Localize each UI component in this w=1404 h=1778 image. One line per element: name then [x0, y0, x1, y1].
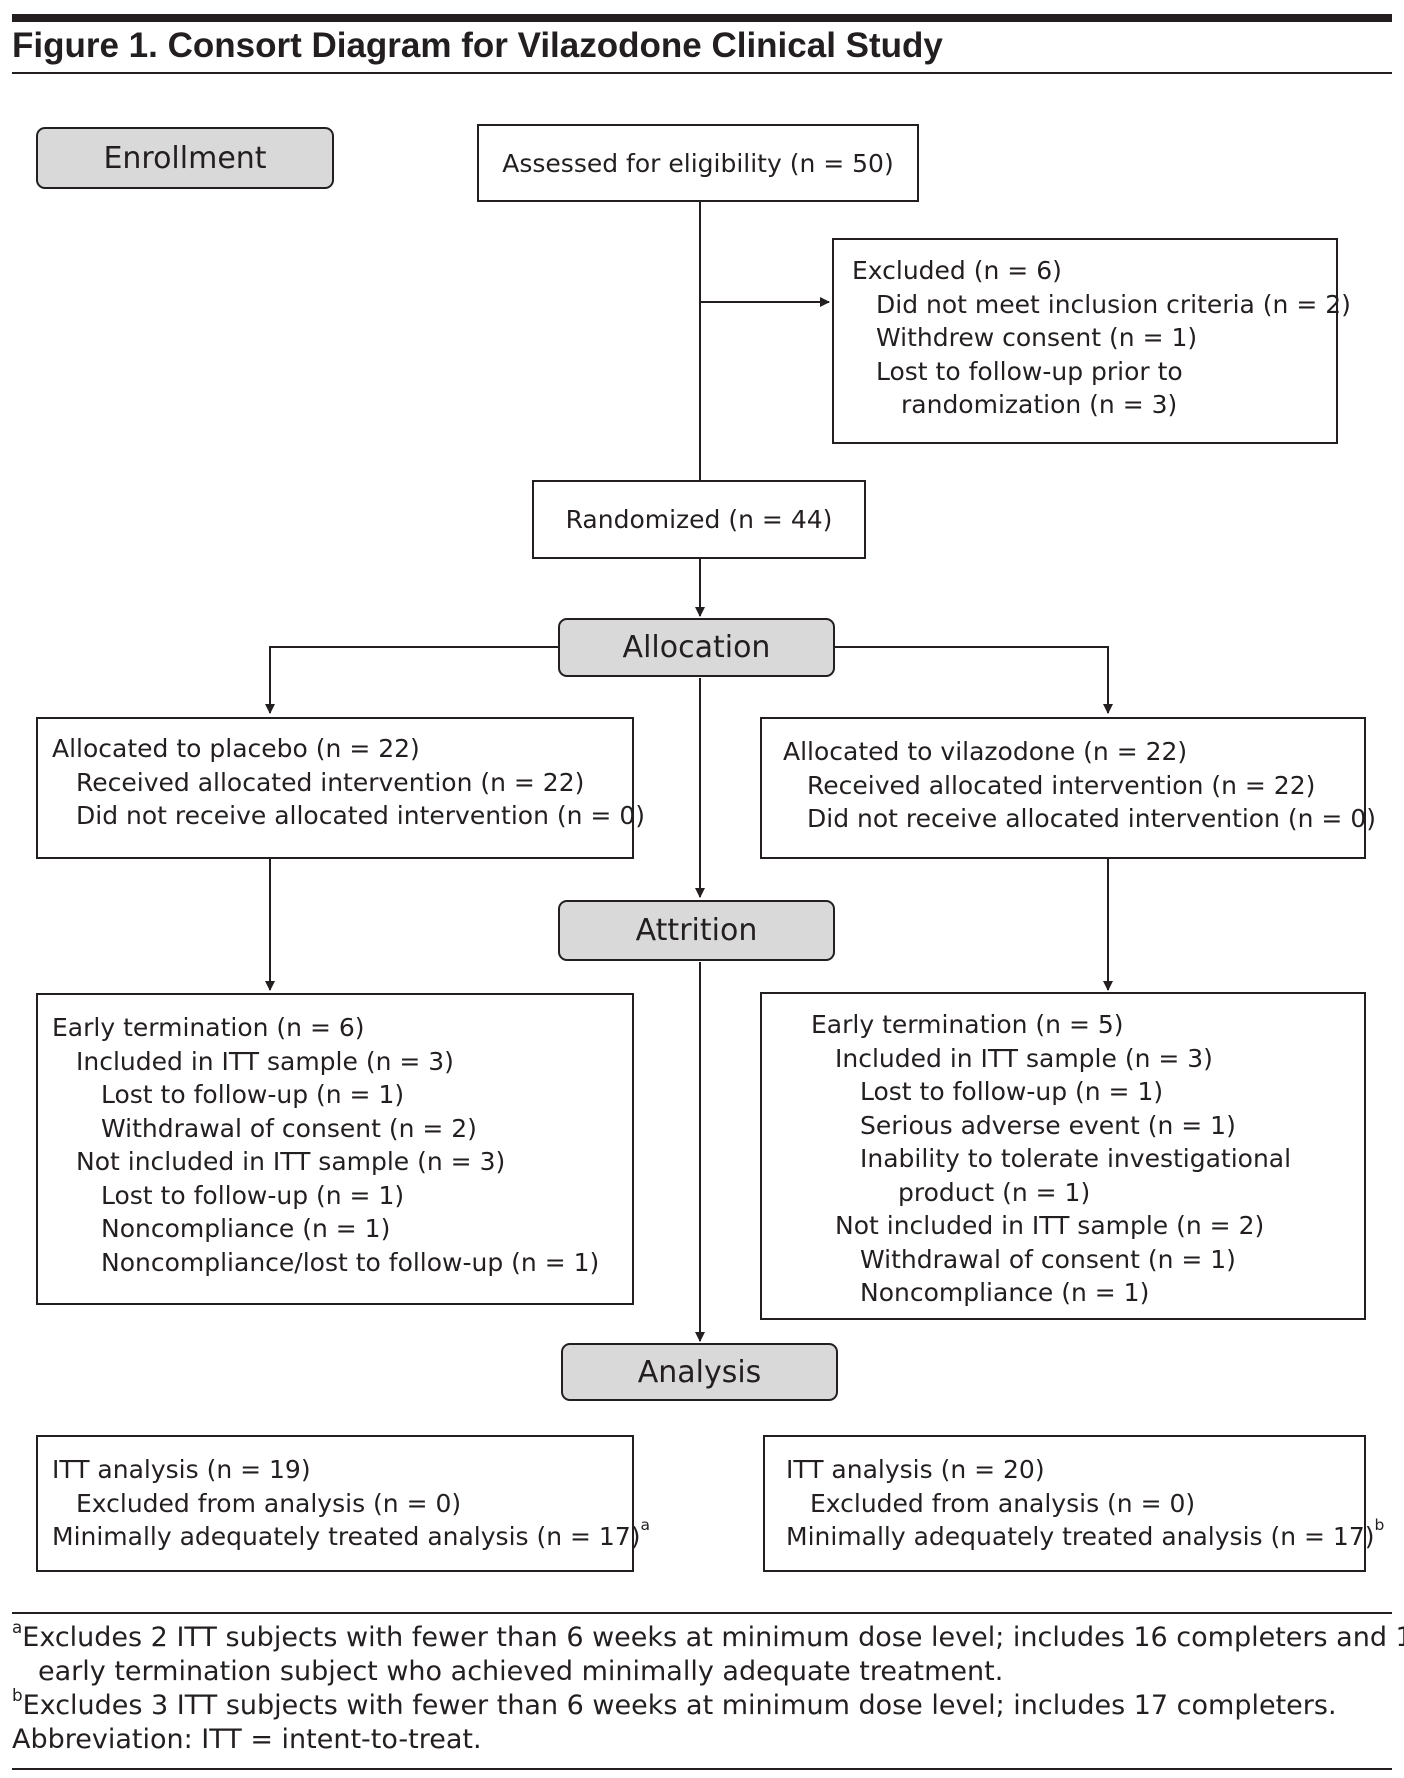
- top-rule: [12, 14, 1392, 22]
- title-underline: [12, 72, 1392, 74]
- vilazodone-itt-included-item: Inability to tolerate investigational: [860, 1144, 1292, 1173]
- vilazodone-minimal-analysis: Minimally adequately treated analysis (n…: [786, 1517, 1384, 1554]
- vilazodone-itt-not-included-item: Withdrawal of consent (n = 1): [860, 1244, 1236, 1274]
- placebo-minimal-analysis-text: Minimally adequately treated analysis (n…: [52, 1522, 641, 1551]
- vilazodone-allocated-header: Allocated to vilazodone (n = 22): [783, 737, 1188, 766]
- excluded-header: Excluded (n = 6): [852, 256, 1062, 285]
- footnote-a: aExcludes 2 ITT subjects with fewer than…: [12, 1619, 1404, 1655]
- vilazodone-itt-analysis: ITT analysis (n = 20): [786, 1455, 1045, 1484]
- excluded-item: Lost to follow-up prior to: [876, 356, 1183, 386]
- placebo-itt-not-included: Not included in ITT sample (n = 3): [76, 1147, 506, 1176]
- vilazodone-itt-included-item: Serious adverse event (n = 1): [860, 1110, 1236, 1140]
- placebo-allocated-header: Allocated to placebo (n = 22): [52, 734, 420, 763]
- footnote-a-mark: a: [12, 1617, 23, 1637]
- allocation-label: Allocation: [558, 618, 835, 677]
- placebo-minimal-analysis: Minimally adequately treated analysis (n…: [52, 1517, 650, 1554]
- randomized-text: Randomized (n = 44): [565, 505, 833, 534]
- placebo-excluded-from-analysis: Excluded from analysis (n = 0): [76, 1488, 462, 1518]
- vilazodone-itt-included-item: Lost to follow-up (n = 1): [860, 1077, 1164, 1106]
- footnote-b-line1: Excludes 3 ITT subjects with fewer than …: [22, 1690, 1337, 1721]
- vilazodone-itt-not-included-item: Noncompliance (n = 1): [860, 1278, 1150, 1307]
- vilazodone-itt-not-included: Not included in ITT sample (n = 2): [835, 1211, 1265, 1240]
- placebo-analysis-box: ITT analysis (n = 19) Excluded from anal…: [36, 1435, 650, 1572]
- placebo-itt-included: Included in ITT sample (n = 3): [76, 1046, 454, 1076]
- footnote-marker-b: b: [1374, 1516, 1385, 1534]
- bottom-rule: [12, 1768, 1392, 1770]
- excluded-item: Withdrew consent (n = 1): [876, 323, 1198, 352]
- placebo-itt-analysis: ITT analysis (n = 19): [52, 1455, 311, 1484]
- enrollment-label: Enrollment: [36, 127, 334, 189]
- vilazodone-itt-included-continuation: product (n = 1): [898, 1177, 1091, 1207]
- placebo-termination-box: Early termination (n = 6) Included in IT…: [36, 993, 634, 1305]
- abbreviation-note: Abbreviation: ITT = intent-to-treat.: [12, 1724, 482, 1755]
- vilazodone-allocated-item: Received allocated intervention (n = 22): [807, 770, 1316, 800]
- figure-title: Figure 1. Consort Diagram for Vilazodone…: [12, 26, 943, 65]
- excluded-box: Excluded (n = 6) Did not meet inclusion …: [832, 238, 1351, 444]
- attrition-label: Attrition: [558, 900, 835, 961]
- vilazodone-minimal-analysis-text: Minimally adequately treated analysis (n…: [786, 1522, 1375, 1551]
- vilazodone-excluded-from-analysis: Excluded from analysis (n = 0): [810, 1488, 1196, 1518]
- placebo-allocated-item: Received allocated intervention (n = 22): [76, 767, 585, 797]
- allocation-to-vilazodone-arrow: [835, 646, 1113, 714]
- placebo-itt-included-item: Lost to follow-up (n = 1): [101, 1080, 405, 1109]
- placebo-allocation-box: Allocated to placebo (n = 22) Received a…: [36, 717, 645, 859]
- footnote-b-mark: b: [12, 1685, 23, 1705]
- vilazodone-itt-included: Included in ITT sample (n = 3): [835, 1043, 1213, 1073]
- placebo-itt-included-item: Withdrawal of consent (n = 2): [101, 1113, 477, 1143]
- footnotes: aExcludes 2 ITT subjects with fewer than…: [12, 1619, 1404, 1757]
- footnote-a-line2: early termination subject who achieved m…: [38, 1656, 1004, 1687]
- footnote-b: bExcludes 3 ITT subjects with fewer than…: [12, 1687, 1392, 1723]
- placebo-itt-not-included-item: Noncompliance (n = 1): [101, 1214, 391, 1243]
- placebo-itt-not-included-item: Noncompliance/lost to follow-up (n = 1): [101, 1247, 600, 1277]
- footnote-marker-a: a: [640, 1516, 651, 1534]
- vilazodone-termination-header: Early termination (n = 5): [811, 1010, 1124, 1039]
- footnote-a-line1: Excludes 2 ITT subjects with fewer than …: [22, 1622, 1404, 1653]
- analysis-label: Analysis: [561, 1343, 838, 1401]
- allocation-to-placebo-arrow: [265, 646, 558, 714]
- placebo-allocated-item: Did not receive allocated intervention (…: [76, 801, 645, 830]
- vilazodone-termination-box: Early termination (n = 5) Included in IT…: [760, 992, 1366, 1320]
- placebo-itt-not-included-item: Lost to follow-up (n = 1): [101, 1180, 405, 1210]
- footnote-rule: [12, 1612, 1392, 1614]
- assessed-box: Assessed for eligibility (n = 50): [477, 124, 919, 202]
- randomized-box: Randomized (n = 44): [532, 480, 866, 559]
- vilazodone-allocation-box: Allocated to vilazodone (n = 22) Receive…: [760, 717, 1376, 859]
- vilazodone-allocated-item: Did not receive allocated intervention (…: [807, 804, 1376, 833]
- placebo-termination-header: Early termination (n = 6): [52, 1013, 365, 1042]
- excluded-item-continuation: randomization (n = 3): [901, 390, 1178, 419]
- vilazodone-analysis-box: ITT analysis (n = 20) Excluded from anal…: [763, 1435, 1384, 1572]
- assessed-text: Assessed for eligibility (n = 50): [502, 148, 894, 178]
- excluded-item: Did not meet inclusion criteria (n = 2): [876, 289, 1351, 319]
